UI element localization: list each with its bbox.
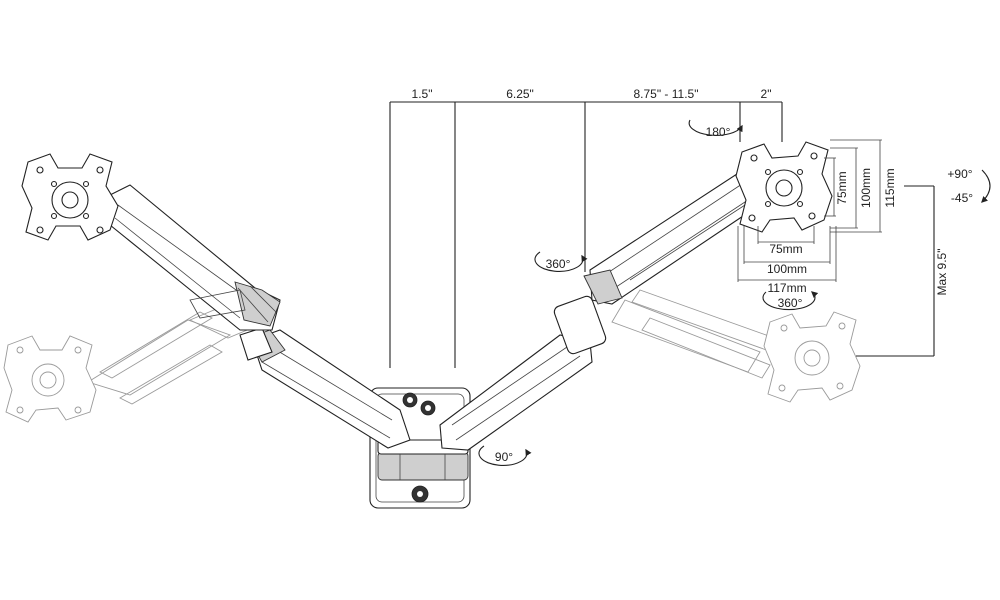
- ghost-right-arm: [611, 289, 781, 379]
- ghost-right-vesa-plate: [763, 311, 861, 403]
- max-height-line: [856, 185, 935, 357]
- rotate-180-indicator: [688, 119, 743, 136]
- right-upper-arm: [583, 171, 756, 305]
- tilt-up-label: +90°: [947, 167, 972, 181]
- swivel-arm-360-label: 360°: [546, 257, 571, 271]
- swivel-arm-360-indicator: [534, 251, 588, 272]
- tilt-indicator: [981, 169, 991, 203]
- vesa-width-75: 75mm: [769, 242, 802, 256]
- rotate-180-label: 180°: [706, 125, 731, 139]
- vesa-width-117: 117mm: [767, 281, 806, 295]
- vesa-height-115: 115mm: [883, 168, 897, 207]
- vesa-height-75: 75mm: [835, 171, 849, 204]
- ghost-left-vesa-plate: [3, 335, 97, 423]
- right-vesa-plate: [735, 141, 833, 233]
- dim-top-1-5: 1.5": [412, 87, 433, 101]
- dim-top-6-25: 6.25": [506, 87, 534, 101]
- dim-top-2: 2": [761, 87, 772, 101]
- swivel-head-360-label: 360°: [778, 296, 803, 310]
- vesa-dimension-lines: [737, 139, 882, 282]
- top-dimension-lines: [389, 101, 783, 368]
- left-lower-arm: [239, 327, 411, 449]
- vesa-width-100: 100mm: [767, 262, 807, 276]
- base-swivel-90-indicator: [478, 445, 532, 466]
- left-vesa-plate: [21, 153, 119, 241]
- vesa-height-100: 100mm: [859, 168, 873, 208]
- swivel-head-360-indicator: [762, 291, 819, 311]
- max-height-label: Max 9.5": [935, 249, 949, 296]
- dim-top-reach: 8.75" - 11.5": [633, 87, 698, 101]
- base-swivel-90-label: 90°: [495, 450, 513, 464]
- tilt-down-label: -45°: [951, 191, 973, 205]
- right-lower-arm: [439, 295, 607, 451]
- left-upper-arm: [109, 184, 281, 331]
